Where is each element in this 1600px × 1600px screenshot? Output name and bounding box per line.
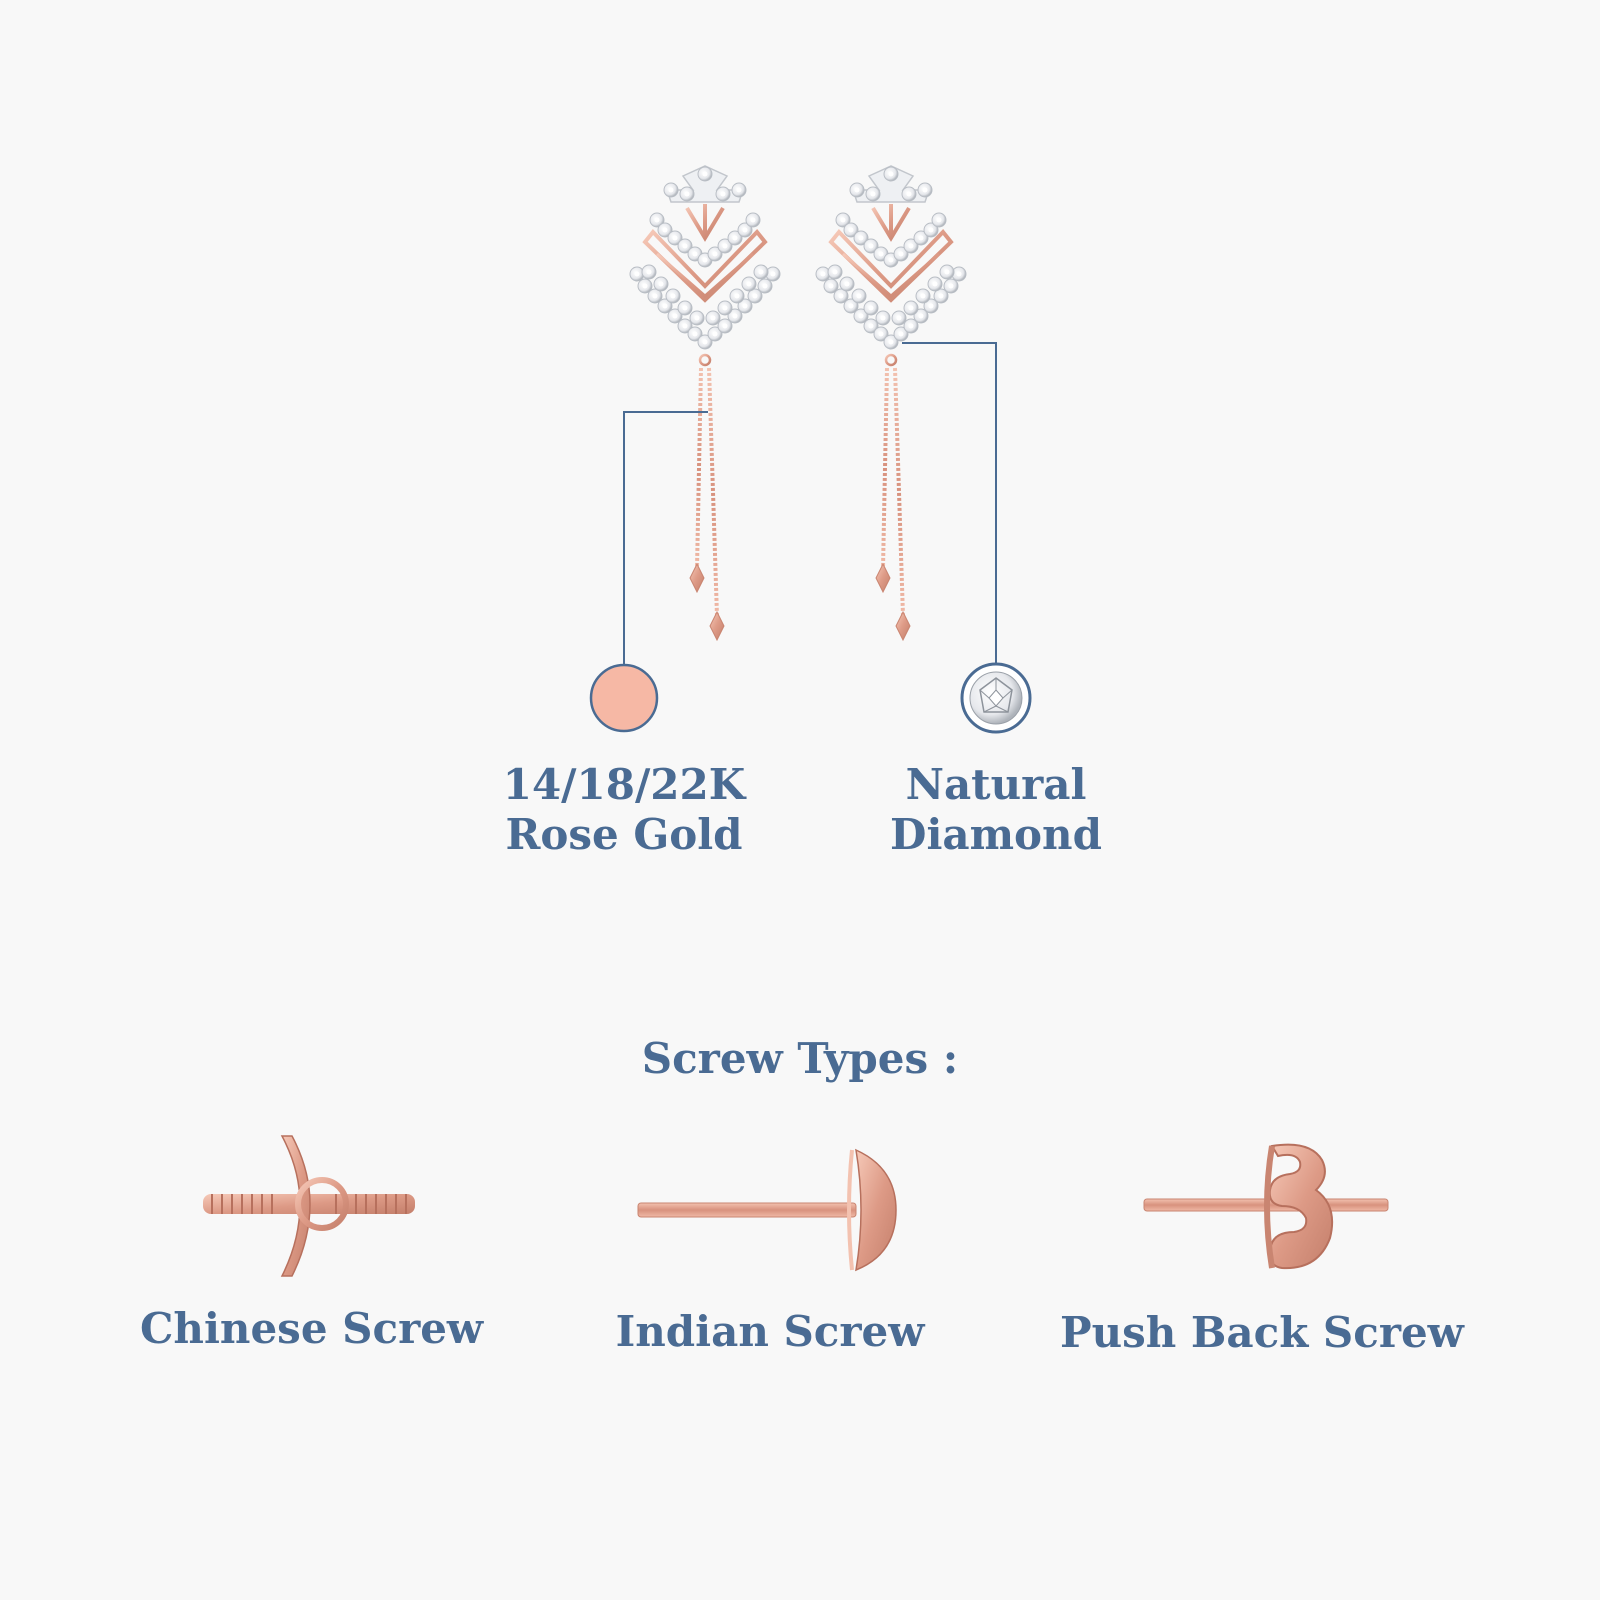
diamond-label-line1: Natural	[905, 760, 1087, 809]
diamond-label-line2: Diamond	[890, 810, 1102, 859]
rose-gold-swatch	[589, 663, 659, 733]
right-earring-image	[816, 166, 966, 640]
chinese-screw-icon	[203, 1135, 415, 1277]
rose-gold-callout-line	[623, 411, 708, 664]
push-back-screw-label: Push Back Screw	[1060, 1308, 1464, 1357]
screw-types-heading: Screw Types :	[641, 1034, 959, 1083]
chinese-screw-label: Chinese Screw	[140, 1304, 484, 1353]
diamond-label: Natural Diamond	[866, 760, 1126, 860]
push-back-screw-icon	[1143, 1143, 1389, 1270]
diamond-swatch	[960, 662, 1032, 734]
rose-gold-label-line2: Rose Gold	[505, 810, 743, 859]
diamond-callout-line	[902, 342, 997, 664]
left-earring-image	[630, 166, 780, 640]
rose-gold-label: 14/18/22K Rose Gold	[494, 760, 754, 860]
indian-screw-label: Indian Screw	[615, 1307, 925, 1356]
indian-screw-icon	[637, 1148, 897, 1272]
rose-gold-label-line1: 14/18/22K	[502, 760, 746, 809]
